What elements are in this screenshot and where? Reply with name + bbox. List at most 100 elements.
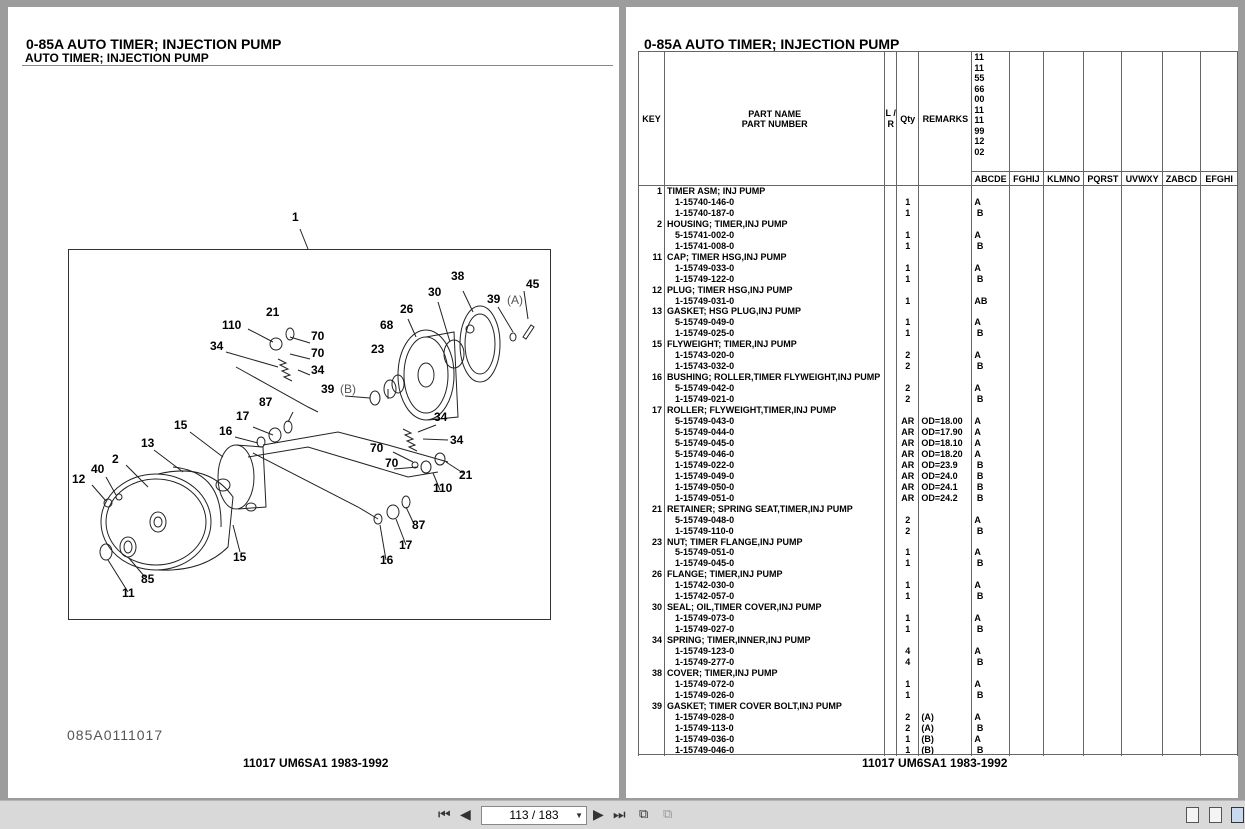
prev-page-icon[interactable]: ◀ xyxy=(460,806,471,822)
row-empty xyxy=(1161,635,1202,647)
row-empty xyxy=(1042,700,1085,712)
row-empty xyxy=(1083,744,1123,756)
row-empty xyxy=(1200,372,1238,384)
row-empty xyxy=(1008,678,1044,690)
rotate-icon[interactable]: ⧉ xyxy=(639,806,649,821)
row-empty xyxy=(1008,492,1044,504)
row-part: 1-15749-025-0 xyxy=(664,328,886,340)
row-remarks: OD=23.9 xyxy=(918,459,973,471)
row-empty xyxy=(1083,646,1123,657)
row-remarks: OD=18.10 xyxy=(918,437,973,449)
row-empty xyxy=(1008,624,1044,636)
row-empty xyxy=(1008,218,1044,230)
continuous-view-icon[interactable] xyxy=(1209,807,1222,823)
row-lr xyxy=(884,558,898,570)
row-part: 1-15743-020-0 xyxy=(664,350,886,362)
row-qty xyxy=(896,185,920,197)
row-key xyxy=(637,558,666,570)
row-empty xyxy=(1161,306,1202,318)
row-lr xyxy=(884,700,898,712)
row-code: A xyxy=(971,262,1010,274)
row-lr xyxy=(884,678,898,690)
row-empty xyxy=(1161,525,1202,537)
last-page-icon[interactable]: ⏭ xyxy=(613,806,626,822)
next-page-icon[interactable]: ▶ xyxy=(593,806,604,822)
row-empty xyxy=(1200,667,1238,679)
row-lr xyxy=(884,218,898,230)
row-part: 1-15749-031-0 xyxy=(664,295,886,307)
row-remarks xyxy=(918,558,973,570)
col-key: KEY xyxy=(637,51,666,186)
row-remarks xyxy=(918,405,973,417)
row-empty xyxy=(1042,383,1085,395)
row-code: B xyxy=(971,492,1010,504)
row-code: B xyxy=(971,656,1010,668)
callout-13: 13 xyxy=(141,436,155,450)
row-empty xyxy=(1200,558,1238,570)
row-empty xyxy=(1083,514,1123,526)
row-empty xyxy=(1008,722,1044,734)
row-empty xyxy=(1161,251,1202,263)
row-empty xyxy=(1042,273,1085,285)
row-empty xyxy=(1008,426,1044,438)
row-empty xyxy=(1121,383,1163,395)
row-qty: 1 xyxy=(896,580,920,592)
row-empty xyxy=(1083,656,1123,668)
row-qty xyxy=(896,251,920,263)
row-part: ROLLER; FLYWEIGHT,TIMER,INJ PUMP xyxy=(664,405,886,417)
two-page-view-icon[interactable] xyxy=(1231,807,1244,823)
row-qty xyxy=(896,667,920,679)
row-empty xyxy=(1200,503,1238,515)
row-empty xyxy=(1083,295,1123,307)
first-page-icon[interactable]: ⏮ xyxy=(438,806,451,822)
row-remarks: OD=17.90 xyxy=(918,426,973,438)
row-lr xyxy=(884,580,898,592)
row-code xyxy=(971,569,1010,581)
row-remarks xyxy=(918,646,973,657)
row-code: AB xyxy=(971,295,1010,307)
callout-16: 16 xyxy=(219,424,233,438)
row-key xyxy=(637,295,666,307)
row-part: FLYWEIGHT; TIMER,INJ PUMP xyxy=(664,339,886,351)
row-code xyxy=(971,635,1010,647)
row-empty xyxy=(1083,361,1123,373)
copy-icon[interactable]: ⧉ xyxy=(663,806,673,821)
row-qty: 1 xyxy=(896,547,920,559)
row-empty xyxy=(1083,481,1123,493)
row-remarks xyxy=(918,196,973,208)
row-empty xyxy=(1083,536,1123,548)
row-empty xyxy=(1121,558,1163,570)
row-empty xyxy=(1121,229,1163,241)
row-empty xyxy=(1083,218,1123,230)
single-page-view-icon[interactable] xyxy=(1186,807,1199,823)
row-empty xyxy=(1008,602,1044,614)
row-empty xyxy=(1083,284,1123,296)
row-remarks xyxy=(918,525,973,537)
row-code: A xyxy=(971,547,1010,559)
row-empty xyxy=(1008,733,1044,745)
callout-39b: 39 xyxy=(321,382,335,396)
row-key xyxy=(637,394,666,406)
row-lr xyxy=(884,394,898,406)
row-empty xyxy=(1200,689,1238,701)
row-empty xyxy=(1161,372,1202,384)
row-qty xyxy=(896,536,920,548)
code-line: 99 xyxy=(974,125,985,136)
row-code: A xyxy=(971,448,1010,460)
page-number-select[interactable]: 113 / 183 ▼ xyxy=(481,806,587,825)
row-empty xyxy=(1121,624,1163,636)
row-remarks xyxy=(918,262,973,274)
row-empty xyxy=(1161,503,1202,515)
row-qty: 1 xyxy=(896,207,920,219)
row-empty xyxy=(1121,350,1163,362)
row-qty: 1 xyxy=(896,733,920,745)
row-lr xyxy=(884,273,898,285)
exploded-diagram xyxy=(91,228,535,593)
row-empty xyxy=(1008,229,1044,241)
row-empty xyxy=(1200,416,1238,427)
